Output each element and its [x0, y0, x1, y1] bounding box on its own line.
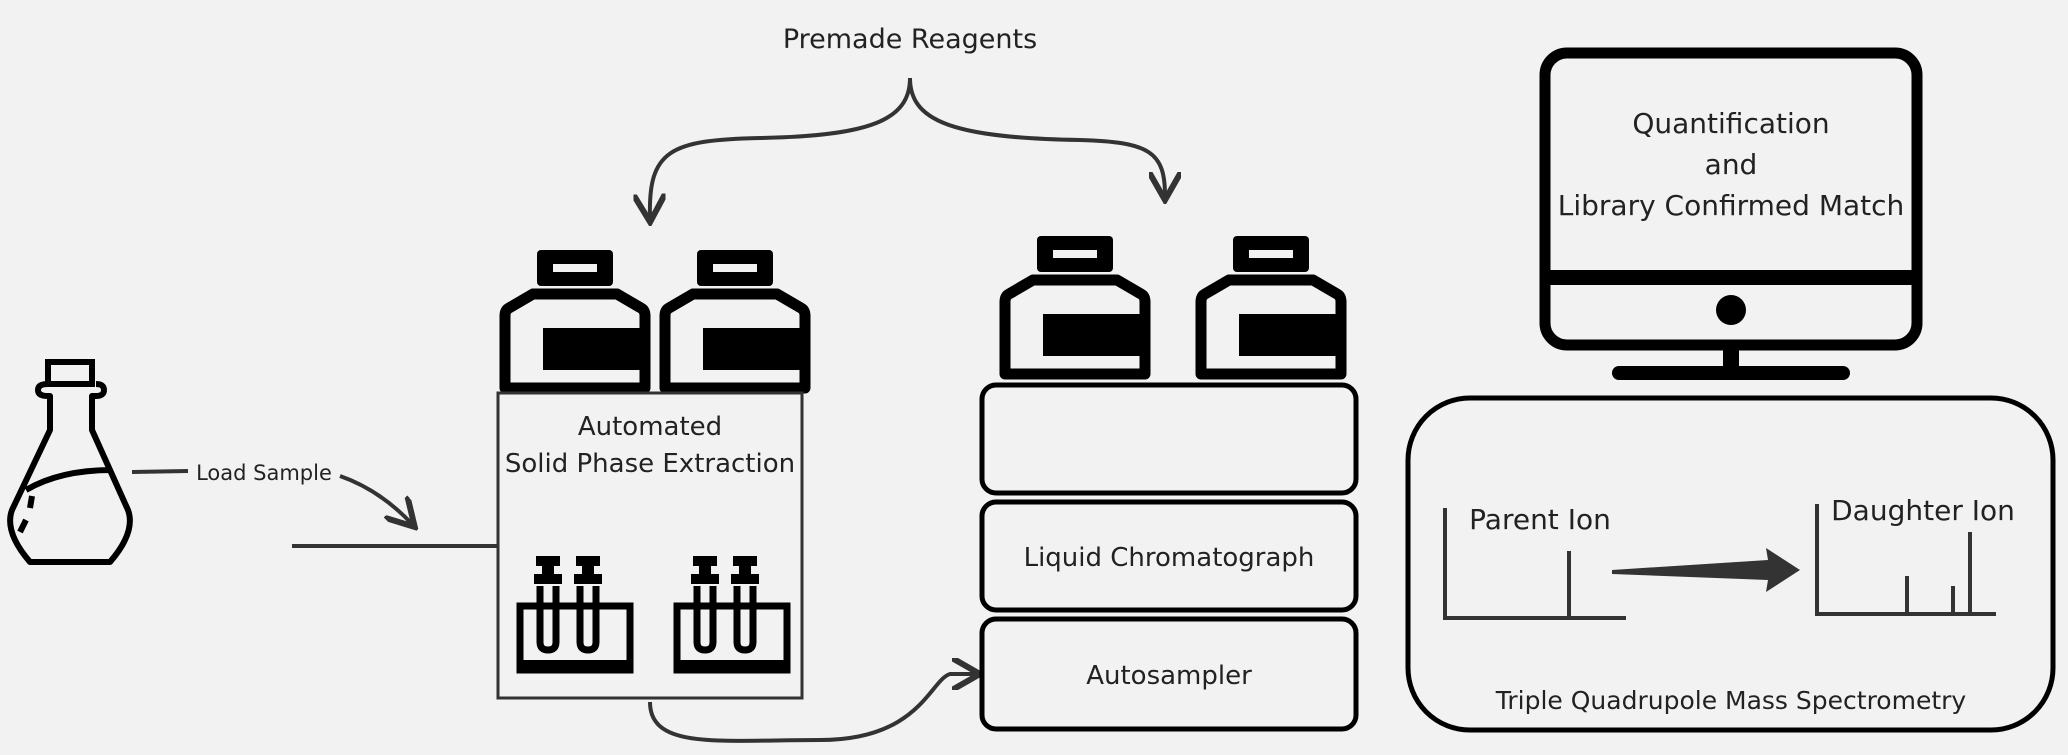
spe-to-autosampler-arrow: [648, 674, 976, 743]
quant-label-line3: Library Confirmed Match: [1558, 189, 1905, 222]
reagent-arrow-right: [908, 77, 1165, 196]
reagent-arrow-left: [650, 77, 912, 218]
load-sample-label: Load Sample: [196, 461, 332, 485]
quant-label-line1: Quantification: [1632, 107, 1829, 140]
load-sample-arrow: [339, 474, 412, 524]
parent-ion-spectrum: [1443, 508, 1626, 620]
reagent-bottle-icon: [1005, 236, 1145, 374]
test-tube-rack-icon: [520, 556, 630, 670]
flask-icon: [7, 359, 133, 565]
reagent-bottle-icon: [1201, 236, 1341, 374]
reagent-bottle-icon: [505, 250, 645, 388]
ms-label: Triple Quadrupole Mass Spectrometry: [1495, 686, 1967, 715]
lc-top-module: [979, 382, 1359, 496]
load-line-left: [131, 469, 189, 474]
parent-ion-label: Parent Ion: [1469, 503, 1611, 536]
spe-box: [496, 391, 804, 700]
fragmentation-arrow: [1612, 548, 1800, 592]
autosampler-module: [979, 616, 1359, 732]
autosampler-label: Autosampler: [1086, 661, 1252, 691]
ms-box: [1405, 395, 2056, 733]
spe-label-line1: Automated: [578, 412, 722, 442]
computer-monitor-icon: [1539, 47, 1923, 380]
lc-label: Liquid Chromatograph: [1024, 543, 1315, 573]
lc-module: [979, 499, 1359, 613]
test-tube-rack-icon: [677, 556, 787, 670]
daughter-ion-label: Daughter Ion: [1831, 494, 2015, 527]
reagent-bottle-icon: [665, 250, 805, 388]
daughter-ion-spectrum: [1815, 504, 1996, 616]
quant-label-line2: and: [1705, 148, 1758, 181]
spe-label-line2: Solid Phase Extraction: [505, 449, 795, 479]
premade-reagents-label: Premade Reagents: [783, 24, 1037, 55]
